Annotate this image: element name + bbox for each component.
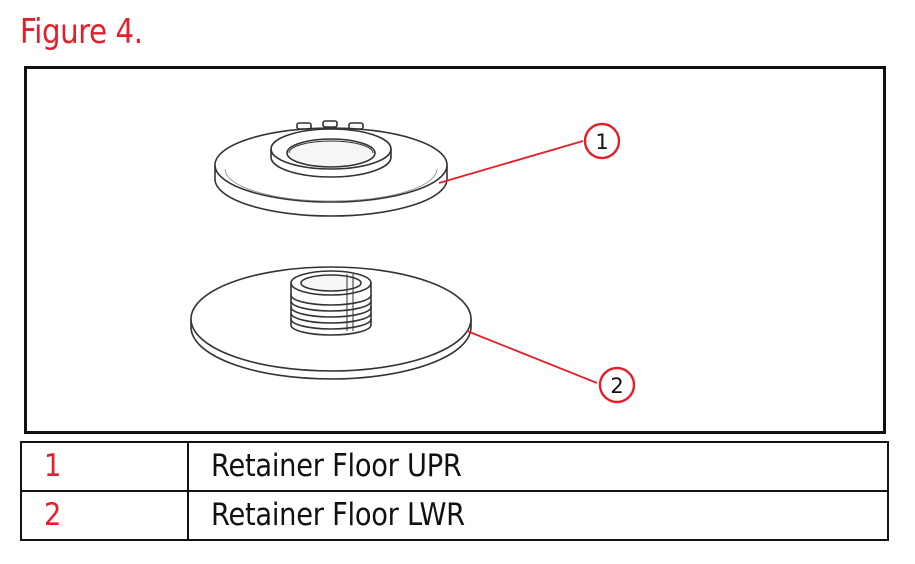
legend-row-number: 2 bbox=[20, 490, 189, 541]
callout-1-leader-line bbox=[438, 140, 584, 184]
legend-row: 2 Retainer Floor LWR bbox=[20, 490, 889, 541]
figure-title: Figure 4. bbox=[20, 12, 143, 52]
parts-illustration: 1 2 bbox=[190, 120, 636, 404]
parts-legend-table: 1 Retainer Floor UPR 2 Retainer Floor LW… bbox=[20, 441, 889, 541]
legend-row-number: 1 bbox=[20, 441, 189, 492]
callout-2-number: 2 bbox=[610, 374, 623, 398]
legend-row-description: Retainer Floor UPR bbox=[187, 441, 889, 492]
callout-1-marker: 1 bbox=[583, 122, 621, 160]
legend-row-description: Retainer Floor LWR bbox=[187, 490, 889, 541]
callout-1-number: 1 bbox=[595, 130, 608, 154]
legend-row: 1 Retainer Floor UPR bbox=[20, 441, 889, 492]
callout-2-marker: 2 bbox=[598, 366, 636, 404]
callout-2-leader-line bbox=[466, 330, 598, 384]
figure-illustration-frame: 1 2 bbox=[24, 66, 886, 434]
retainer-floor-upper-drawing bbox=[214, 120, 448, 217]
retainer-floor-lower-drawing bbox=[190, 266, 472, 380]
